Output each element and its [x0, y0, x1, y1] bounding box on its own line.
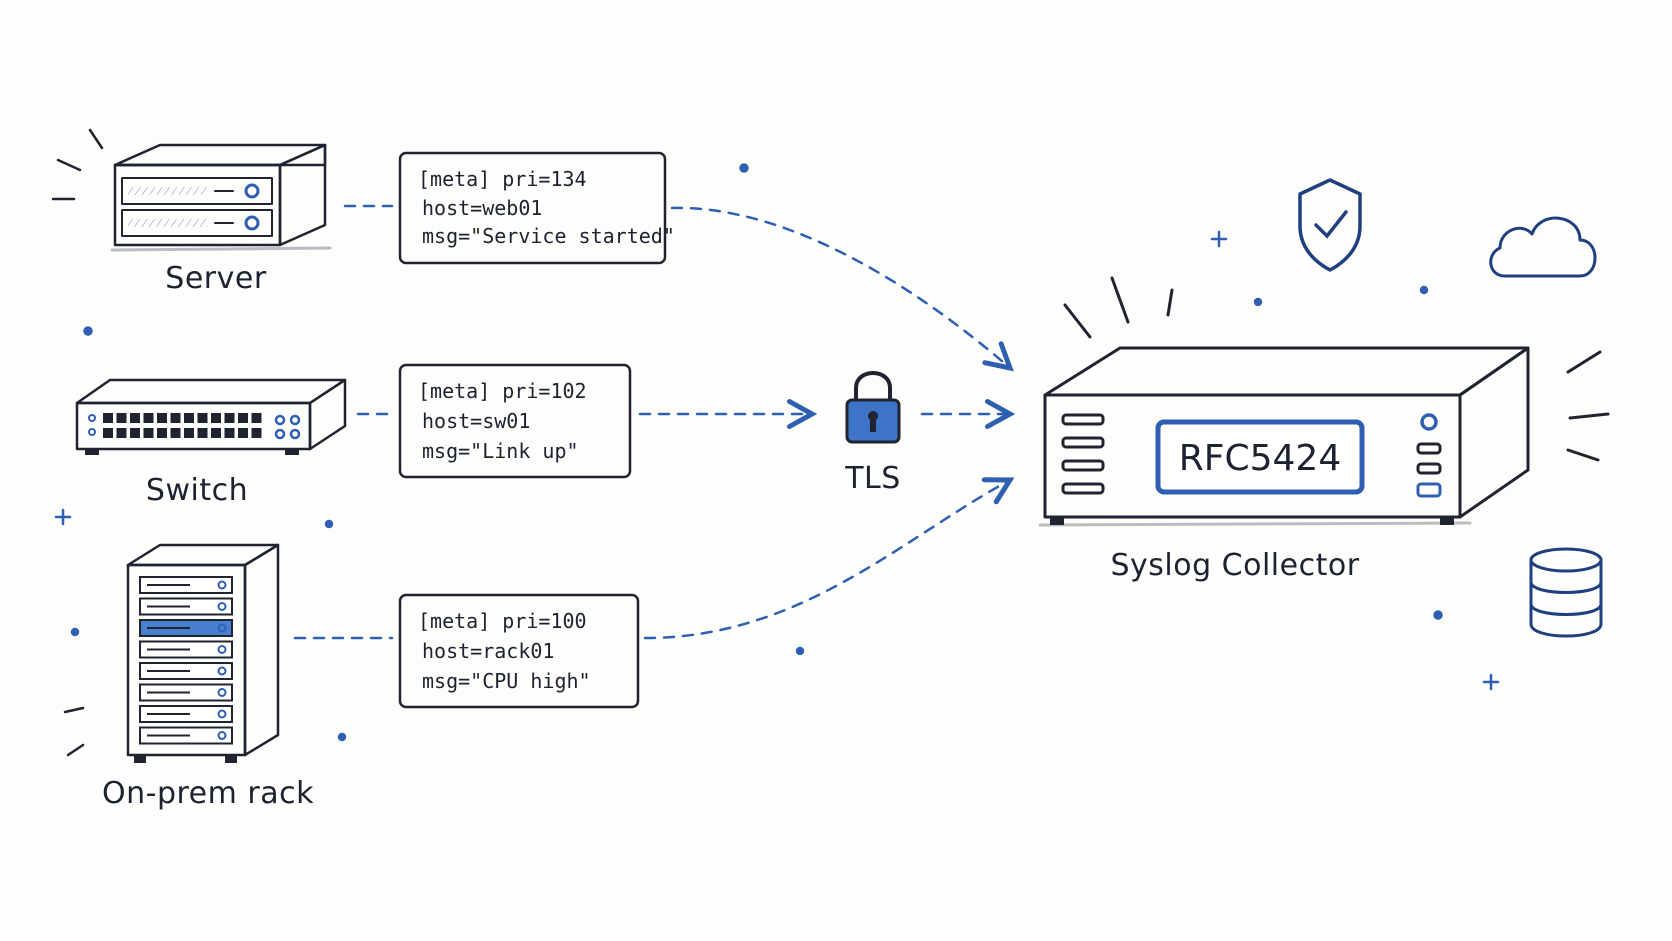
rack-device: [126, 543, 280, 763]
switch-device: [75, 378, 347, 455]
cloud-icon: [1489, 216, 1597, 278]
switch-ports: [103, 413, 262, 438]
lock-icon: [845, 371, 901, 444]
database-icon: [1529, 547, 1603, 638]
log-line: [meta] pri=134: [418, 167, 587, 191]
log-box-switch: [meta] pri=102 host=sw01 msg="Link up": [398, 363, 632, 479]
switch-port: [211, 413, 221, 423]
switch-port: [251, 413, 262, 423]
switch-port: [116, 428, 127, 438]
switch-port: [211, 428, 221, 438]
server-sparkle-lines: [51, 128, 104, 201]
collector-label: Syslog Collector: [1110, 548, 1359, 583]
server-device: [110, 143, 332, 252]
connectors: [293, 204, 1010, 640]
flow-rack-to-collector: [643, 480, 1010, 640]
log-line: msg="CPU high": [422, 669, 591, 693]
rack-unit-led: [217, 623, 227, 633]
switch-port: [170, 413, 181, 423]
switch-port: [251, 428, 262, 438]
switch-port: [224, 413, 235, 423]
rack-unit-led: [217, 666, 227, 676]
shield-check-icon: [1298, 178, 1362, 272]
switch-port: [157, 413, 167, 423]
switch-port: [224, 428, 235, 438]
switch-port: [197, 428, 208, 438]
switch-port: [157, 428, 167, 438]
rack-unit-led: [217, 580, 227, 590]
switch-port: [130, 413, 140, 423]
log-line: msg="Service started": [422, 224, 675, 248]
rack-units: [139, 576, 233, 745]
log-box-server: [meta] pri=134 host=web01 msg="Service s…: [398, 151, 675, 265]
flow-server-to-collector: [670, 206, 1010, 368]
collector-sparkle-lines: [1063, 276, 1610, 462]
tls-label: TLS: [844, 461, 901, 496]
switch-port: [130, 428, 140, 438]
switch-port: [238, 413, 248, 423]
collector-display-text: RFC5424: [1179, 438, 1341, 479]
decorative-marks: [54, 163, 1500, 742]
log-line: host=rack01: [422, 639, 554, 663]
switch-port: [116, 413, 127, 423]
rack-unit-led: [217, 645, 227, 654]
log-line: [meta] pri=102: [418, 379, 587, 403]
switch-port: [238, 428, 248, 438]
rack-sparkle-lines: [63, 706, 85, 757]
server-label: Server: [165, 261, 267, 296]
rack-unit-led: [217, 731, 227, 740]
rack-label: On-prem rack: [102, 776, 314, 811]
switch-port: [143, 413, 154, 423]
log-line: msg="Link up": [422, 439, 579, 463]
log-line: host=web01: [422, 196, 542, 220]
switch-port: [184, 428, 194, 438]
rack-unit-led: [217, 602, 227, 611]
log-box-rack: [meta] pri=100 host=rack01 msg="CPU high…: [398, 593, 640, 709]
rack-unit-led: [217, 709, 227, 719]
switch-port: [103, 413, 113, 423]
switch-port: [184, 413, 194, 423]
log-line: [meta] pri=100: [418, 609, 587, 633]
switch-port: [197, 413, 208, 423]
switch-port: [170, 428, 181, 438]
rack-unit-led: [217, 688, 227, 697]
syslog-collector-device: [1038, 346, 1530, 527]
switch-port: [103, 428, 113, 438]
switch-label: Switch: [146, 473, 248, 508]
switch-port: [143, 428, 154, 438]
log-line: host=sw01: [422, 409, 530, 433]
